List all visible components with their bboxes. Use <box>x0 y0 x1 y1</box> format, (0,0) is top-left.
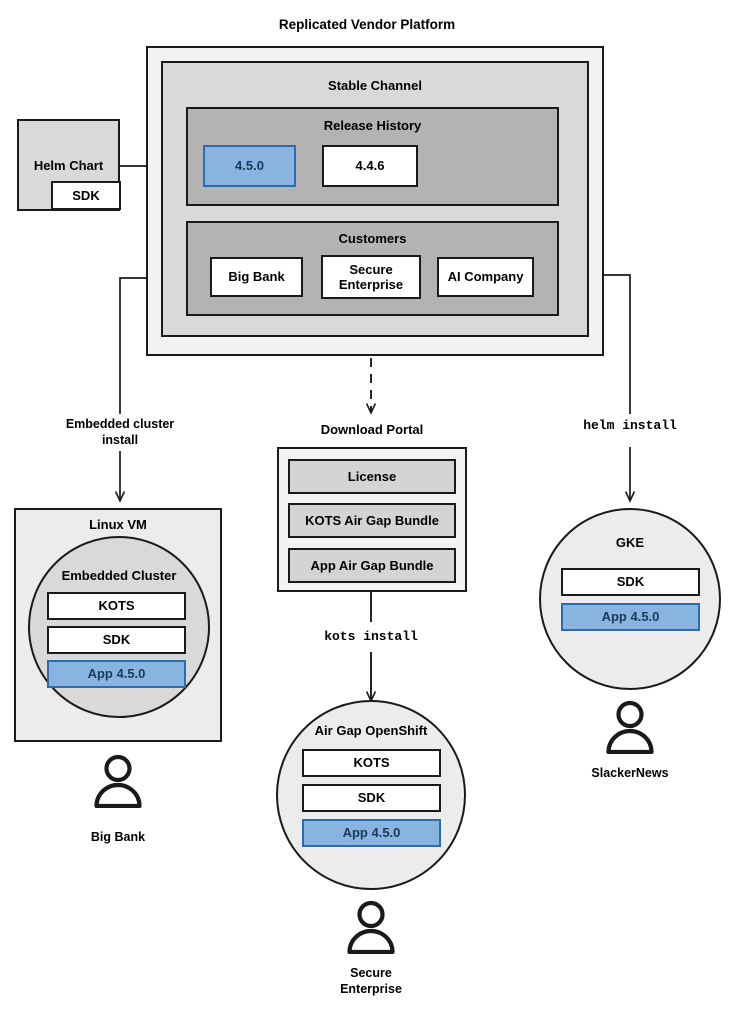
customer-chip-ai-company[interactable]: AI Company <box>437 257 534 297</box>
release-chip-0[interactable]: 4.5.0 <box>203 145 296 187</box>
linux-vm-component-app[interactable]: App 4.5.0 <box>47 660 186 688</box>
openshift-component-kots[interactable]: KOTS <box>302 749 441 777</box>
flow-label-kots-install: kots install <box>324 629 418 644</box>
gke-circle <box>539 508 721 690</box>
stable-channel-title: Stable Channel <box>328 78 422 93</box>
person-icon <box>606 700 654 754</box>
download-portal-title: Download Portal <box>320 422 424 437</box>
customer-chip-big-bank[interactable]: Big Bank <box>210 257 303 297</box>
air-gap-openshift-title: Air Gap OpenShift <box>314 723 428 738</box>
openshift-component-app[interactable]: App 4.5.0 <box>302 819 441 847</box>
helm-chart-label: Helm Chart <box>33 158 104 173</box>
portal-artifact-kots-air-gap-bundle[interactable]: KOTS Air Gap Bundle <box>288 503 456 538</box>
portal-artifact-license[interactable]: License <box>288 459 456 494</box>
helm-chart-sdk-chip[interactable]: SDK <box>51 181 121 210</box>
gke-component-app[interactable]: App 4.5.0 <box>561 603 700 631</box>
flow-label-embedded-cluster-install: Embedded cluster install <box>65 417 175 447</box>
release-history-title: Release History <box>323 118 422 133</box>
customers-title: Customers <box>338 231 407 246</box>
linux-vm-component-sdk[interactable]: SDK <box>47 626 186 654</box>
person-icon <box>94 754 142 808</box>
openshift-component-sdk[interactable]: SDK <box>302 784 441 812</box>
flow-label-helm-install: helm install <box>583 418 677 433</box>
page-title: Replicated Vendor Platform <box>278 17 456 32</box>
person-icon <box>347 900 395 954</box>
linux-vm-customer-label: Big Bank <box>90 830 146 844</box>
linux-vm-component-kots[interactable]: KOTS <box>47 592 186 620</box>
gke-customer-label: SlackerNews <box>591 766 669 780</box>
openshift-customer-label: Secure Enterprise <box>340 966 402 996</box>
portal-artifact-app-air-gap-bundle[interactable]: App Air Gap Bundle <box>288 548 456 583</box>
gke-title: GKE <box>615 535 645 550</box>
embedded-cluster-title: Embedded Cluster <box>61 568 177 583</box>
release-chip-1[interactable]: 4.4.6 <box>322 145 418 187</box>
gke-component-sdk[interactable]: SDK <box>561 568 700 596</box>
customer-chip-secure-enterprise[interactable]: Secure Enterprise <box>321 255 421 299</box>
linux-vm-title: Linux VM <box>89 517 147 532</box>
